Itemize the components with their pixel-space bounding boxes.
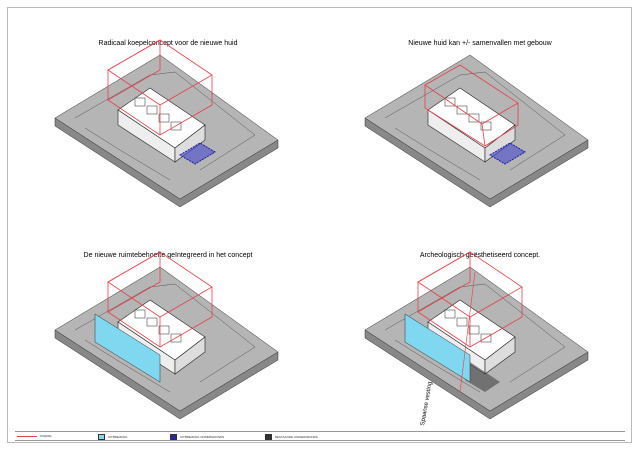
skin-outline [424,84,483,125]
site-path [384,71,566,171]
legend-label: KOEPEL [40,434,53,438]
existing-underground [465,362,500,392]
roof-element [146,105,158,115]
legend-label: BESTAANDE ONDERGRONDS [275,435,318,439]
dome-outline [107,75,213,136]
roof-element [468,113,480,123]
roof-element [134,309,146,319]
legend-item-bestaande-ondergronds: BESTAANDE ONDERGRONDS [265,434,318,440]
dome-outline [417,287,523,348]
site-path [384,283,566,383]
diagram-tight [364,54,589,208]
roof-element [444,309,456,319]
legend-swatch [265,434,272,440]
section-cut-line [459,271,476,393]
legend: KOEPEL UITBREIDING UITBREIDING ONDERGRON… [15,431,625,441]
panel-title-3: De nieuwe ruimtebehoefte geïntegreerd in… [83,252,253,259]
panel-title-2: Nieuwe huid kan +/- samenvallen met gebo… [408,40,552,47]
roof-element [158,325,170,335]
skin-outline [481,102,519,125]
underground-extension [489,142,526,165]
underground-extension [179,142,216,165]
legend-item-koepel: KOEPEL [17,434,52,438]
sheet-frame [7,7,632,443]
panel-title-4: Archeologisch geësthetiseerd concept. [419,252,541,259]
roof-element [468,325,480,335]
site-path [394,339,481,393]
skin-outline [481,123,486,147]
panel-title-1: Radicaal koepelconcept voor de nieuwe hu… [98,40,238,47]
site-path [74,71,256,171]
building-front [174,336,206,375]
site-path [84,127,171,181]
extension-volume [404,313,471,383]
building-front [174,124,206,163]
building-front [484,336,516,375]
legend-swatch [98,434,105,440]
legend-line [17,435,37,437]
site-path [394,127,481,181]
roof-element [158,113,170,123]
site-path [84,339,171,393]
legend-label: UITBREIDING ONDERGRONDS [180,435,225,439]
legend-swatch [170,434,177,440]
dome-outline [107,287,213,348]
roof-element [456,317,468,327]
site-path [74,283,256,383]
extension-volume [94,313,161,383]
building-front [484,124,516,163]
legend-item-uitbreiding: UITBREIDING [98,434,127,440]
roof-element [134,97,146,107]
diagram-extension [54,251,279,420]
diagram-dome [54,39,279,208]
roof-element [146,317,158,327]
diagram-archeo [364,251,589,420]
legend-item-uitbreiding-ondergronds: UITBREIDING ONDERGRONDS [170,434,224,440]
legend-label: UITBREIDING [108,435,128,439]
